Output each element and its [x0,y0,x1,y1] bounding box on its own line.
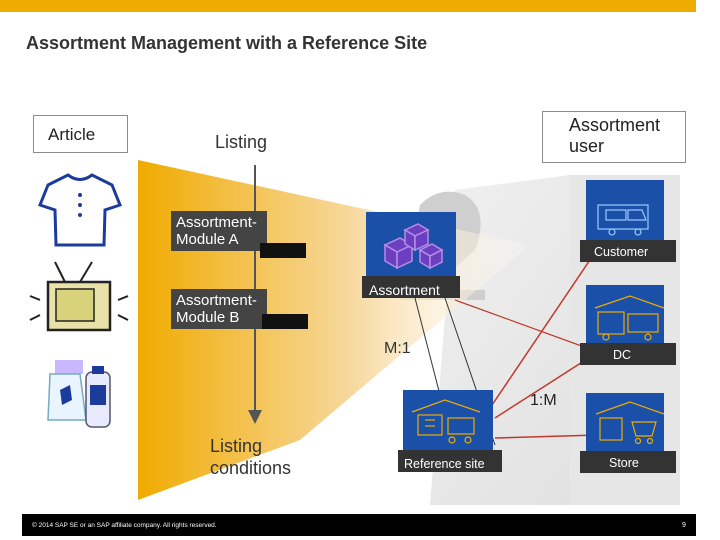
store-label-bg [580,451,676,473]
connector-store-to-reference [494,434,599,439]
m-to-1-label: M:1 [384,340,411,357]
reference-site-label: Reference site [404,457,485,471]
footer-bar [22,514,696,536]
dc-label: DC [613,348,632,362]
television-icon [29,261,129,332]
listing-label: Listing [215,132,268,152]
customer-label-bg [580,240,676,262]
article-label-box: Article [33,115,128,153]
truck-icon [597,204,649,236]
listing-arrow-head [248,410,262,424]
connector-dc-left-edge [454,299,599,353]
customer-label: Customer [594,245,649,259]
assortment-label-bg [362,276,460,298]
reference-site-label-bg [398,450,502,472]
module-b-label: Assortment- Module B [176,292,257,326]
module-b-box [171,289,267,329]
top-accent-bar [0,0,696,12]
connector-assortment-to-reference [414,297,441,396]
module-a-box [171,211,267,251]
tshirt-icon [38,173,122,247]
module-a-label: Assortment- Module A [176,214,257,248]
assortment-user-label: Assortment user [569,115,661,156]
one-to-m-label: 1:M [530,392,557,409]
reference-site-icon [411,399,481,444]
dc-label-bg [580,343,676,365]
listing-conditions-label: Listing conditions [210,436,292,478]
assortment-user-box: Assortment user [542,111,686,163]
spray-bottle-icon [47,360,111,428]
assortment-label: Assortment [369,282,440,298]
cubes-icon [383,223,444,270]
store-cart-icon [595,401,665,445]
connector-customer-to-reference [489,247,599,409]
module-b-bar [262,314,308,329]
warehouse-icon [594,295,665,341]
copyright-text: © 2014 SAP SE or an SAP affiliate compan… [32,522,217,529]
slide-title: Assortment Management with a Reference S… [26,33,428,53]
page-number: 9 [682,522,686,529]
store-label: Store [609,456,639,470]
module-a-bar [260,243,306,258]
